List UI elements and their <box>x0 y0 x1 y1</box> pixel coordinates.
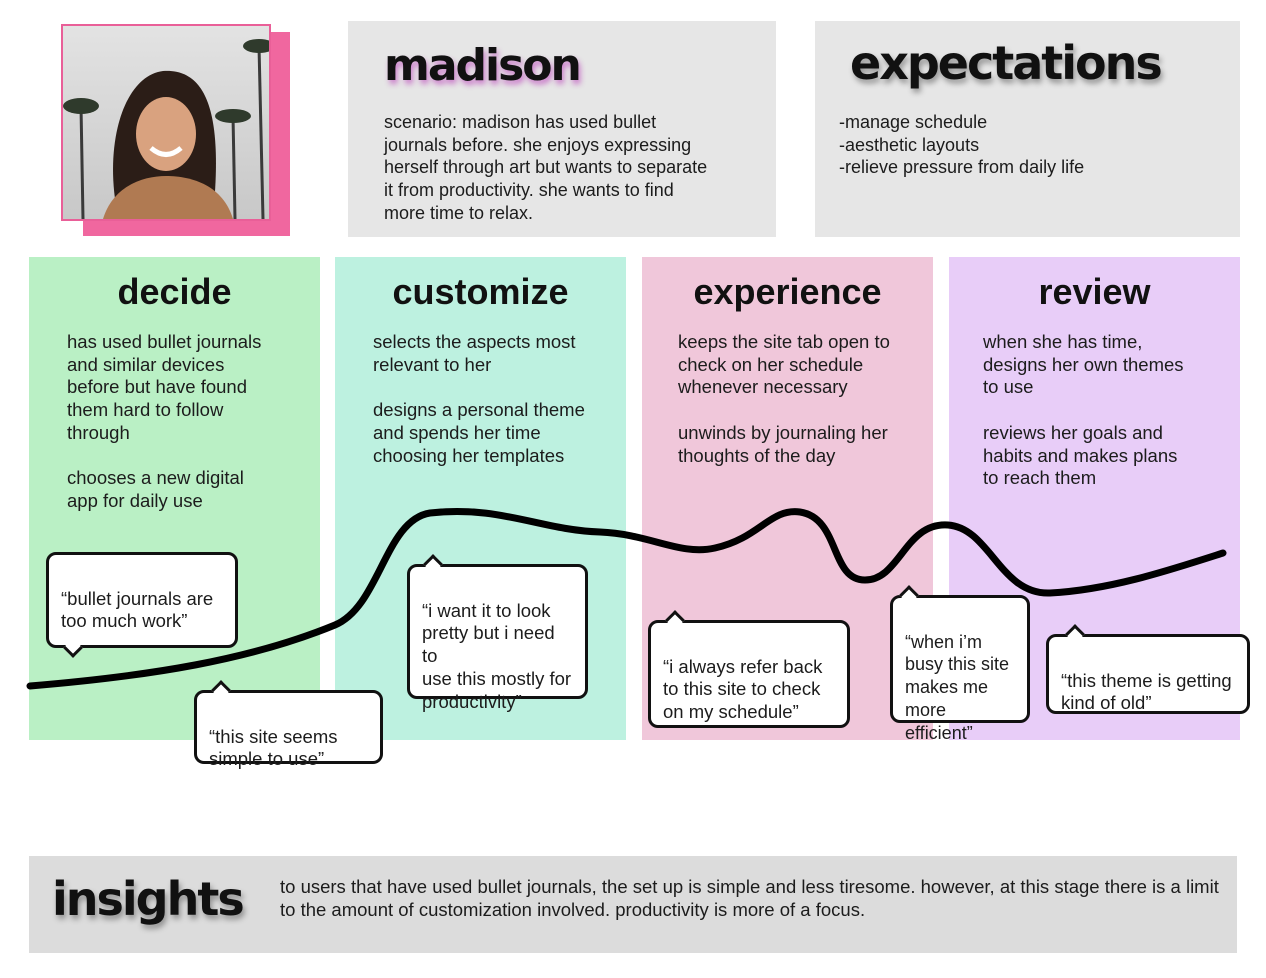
insights-title: insights <box>52 872 245 926</box>
stage-title: review <box>1038 271 1151 312</box>
expectations-card <box>815 21 1240 237</box>
insights-text: to users that have used bullet journals,… <box>280 876 1219 920</box>
stage-description: when she has time, designs her own theme… <box>983 331 1184 489</box>
quote-text: “bullet journals are too much work” <box>61 587 214 632</box>
persona-name: madison <box>384 40 582 91</box>
stage-description: selects the aspects most relevant to her… <box>373 331 585 466</box>
persona-photo <box>61 24 271 221</box>
expectations-title: expectations <box>850 36 1163 90</box>
stage-title: customize <box>392 271 569 312</box>
stage-description: has used bullet journals and similar dev… <box>67 331 262 511</box>
quote-bubble: “i always refer back to this site to che… <box>648 620 850 728</box>
quote-text: “this theme is getting kind of old” <box>1061 669 1232 714</box>
quote-bubble: “this theme is getting kind of old” <box>1046 634 1250 714</box>
persona-scenario: scenario: madison has used bullet journa… <box>384 112 708 223</box>
quote-bubble: “bullet journals are too much work” <box>46 552 238 648</box>
stage-decide: decide has used bullet journals and simi… <box>29 257 320 740</box>
quote-bubble: “this site seems simple to use” <box>194 690 383 769</box>
insights-panel <box>29 856 1237 953</box>
quote-text: “i always refer back to this site to che… <box>663 655 823 723</box>
quote-text: “i want it to look pretty but i need to … <box>422 599 572 712</box>
stage-title: decide <box>117 271 232 312</box>
stage-title: experience <box>693 271 882 312</box>
stage-description: keeps the site tab open to check on her … <box>678 331 890 466</box>
quote-bubble: “when i’m busy this site makes me more e… <box>890 595 1030 743</box>
expectations-list: -manage schedule -aesthetic layouts -rel… <box>839 112 1085 178</box>
quote-text: “when i’m busy this site makes me more e… <box>905 631 1010 743</box>
quote-text: “this site seems simple to use” <box>209 725 338 770</box>
persona-card <box>348 21 776 237</box>
quote-bubble: “i want it to look pretty but i need to … <box>407 564 588 712</box>
